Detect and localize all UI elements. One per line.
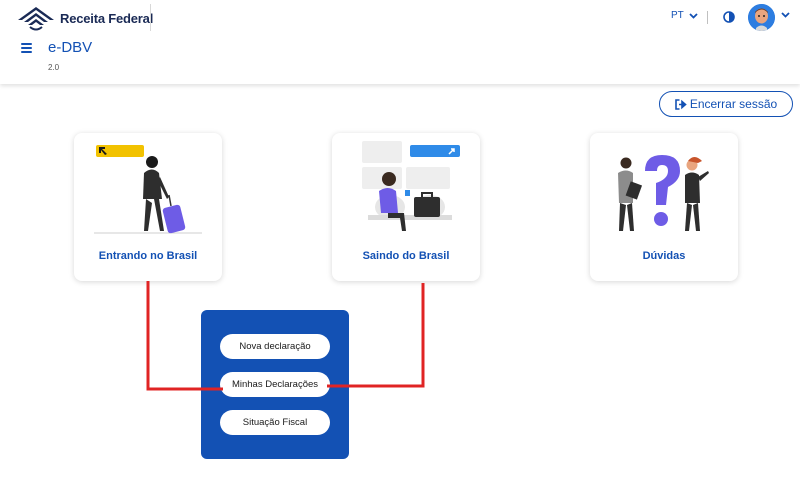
card-faq[interactable]: Dúvidas: [590, 133, 738, 281]
card-label: Entrando no Brasil: [98, 250, 198, 262]
chevron-down-icon: [689, 12, 698, 19]
receita-federal-logo-icon: [18, 7, 54, 31]
logout-button[interactable]: Encerrar sessão: [659, 91, 793, 117]
question-mark-illustration: [618, 155, 709, 231]
language-label: PT: [671, 10, 684, 21]
departing-traveler-illustration: [362, 141, 460, 231]
user-avatar[interactable]: [748, 4, 775, 31]
brand-divider: [150, 4, 151, 31]
card-label: Saindo do Brasil: [362, 250, 450, 262]
app-title: e-DBV: [48, 39, 93, 56]
my-declarations-button[interactable]: Minhas Declarações: [220, 372, 330, 397]
brand-name: Receita Federal: [60, 10, 154, 26]
card-label: Dúvidas: [642, 250, 686, 262]
app-version: 2.0: [48, 63, 60, 72]
language-selector[interactable]: PT: [671, 10, 698, 21]
sign-out-icon: [675, 98, 687, 110]
logout-label: Encerrar sessão: [689, 97, 778, 111]
header-separator: [707, 11, 708, 24]
avatar-face-icon: [748, 4, 775, 31]
top-header: Receita Federal e-DBV 2.0 PT: [0, 0, 800, 84]
card-arriving[interactable]: Entrando no Brasil: [74, 133, 222, 281]
chevron-down-icon[interactable]: [781, 12, 790, 18]
arriving-traveler-illustration: [94, 145, 202, 234]
card-departing[interactable]: Saindo do Brasil: [332, 133, 480, 281]
new-declaration-button[interactable]: Nova declaração: [220, 334, 330, 359]
hamburger-menu-icon[interactable]: [21, 43, 32, 53]
declaration-submenu: Nova declaração Minhas Declarações Situa…: [201, 310, 349, 459]
contrast-icon[interactable]: [723, 11, 735, 23]
tax-status-button[interactable]: Situação Fiscal: [220, 410, 330, 435]
brand-logo[interactable]: Receita Federal: [16, 4, 153, 32]
